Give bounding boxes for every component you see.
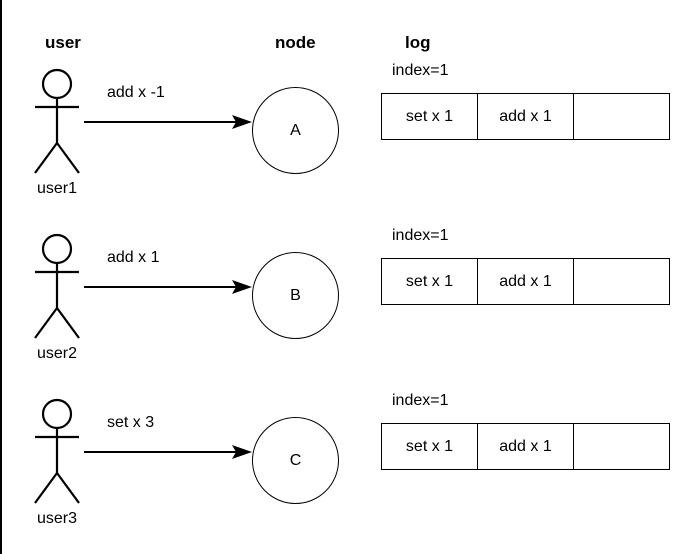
message-label: set x 3 xyxy=(107,414,155,431)
actor-label: user3 xyxy=(37,510,78,527)
column-header-user: user xyxy=(45,33,81,52)
message-arrow-icon xyxy=(84,443,254,461)
log-entry-cell: add x 1 xyxy=(478,94,574,139)
message-arrow-icon xyxy=(84,278,254,296)
stick-figure-actor-icon xyxy=(32,67,104,175)
stick-figure-actor-icon xyxy=(32,232,104,340)
actor-label: user1 xyxy=(37,180,78,197)
stick-figure-actor-icon xyxy=(32,397,104,505)
node-circle: B xyxy=(252,252,339,339)
log-table: set x 1 add x 1 xyxy=(381,258,670,305)
node-label: B xyxy=(290,286,301,304)
log-table: set x 1 add x 1 xyxy=(381,423,670,470)
diagram-row: user3 set x 3 C index=1 set x 1 add x 1 xyxy=(2,385,691,550)
log-entry-cell: set x 1 xyxy=(382,94,478,139)
log-index-label: index=1 xyxy=(392,227,449,244)
message-label: add x -1 xyxy=(107,84,165,101)
log-entry-cell: set x 1 xyxy=(382,259,478,304)
node-circle: C xyxy=(252,417,339,504)
diagram-row: user2 add x 1 B index=1 set x 1 add x 1 xyxy=(2,220,691,385)
log-entry-cell: add x 1 xyxy=(478,259,574,304)
diagram-row: user1 add x -1 A index=1 set x 1 add x 1 xyxy=(2,55,691,220)
actor-label: user2 xyxy=(37,345,78,362)
message-arrow-icon xyxy=(84,113,254,131)
log-entry-cell-empty xyxy=(574,94,669,139)
node-circle: A xyxy=(252,87,339,174)
column-header-node: node xyxy=(275,33,316,52)
node-label: A xyxy=(290,121,301,139)
column-header-log: log xyxy=(405,33,431,52)
log-entry-cell-empty xyxy=(574,424,669,469)
log-index-label: index=1 xyxy=(392,392,449,409)
message-label: add x 1 xyxy=(107,249,160,266)
log-entry-cell: set x 1 xyxy=(382,424,478,469)
log-entry-cell-empty xyxy=(574,259,669,304)
log-index-label: index=1 xyxy=(392,62,449,79)
log-table: set x 1 add x 1 xyxy=(381,93,670,140)
log-entry-cell: add x 1 xyxy=(478,424,574,469)
node-label: C xyxy=(289,451,302,469)
